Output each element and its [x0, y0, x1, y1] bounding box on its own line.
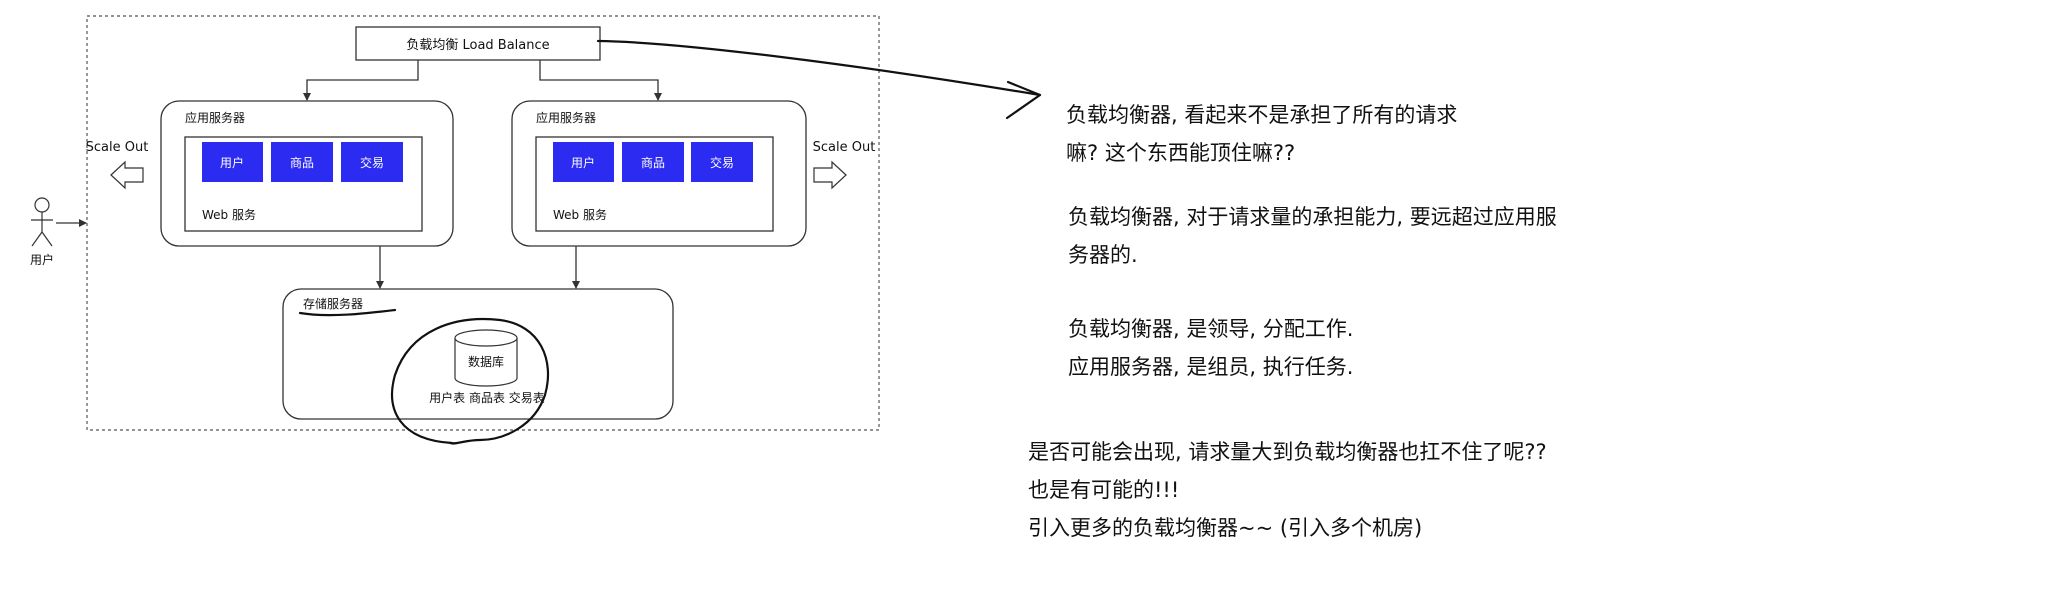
arrow-right-icon — [813, 160, 847, 190]
underline-stroke — [298, 308, 397, 317]
module-product-label: 商品 — [641, 155, 665, 170]
module-trade — [341, 142, 403, 182]
note-block-3: 负载均衡器, 是领导, 分配工作. 应用服务器, 是组员, 执行任务. — [1068, 310, 1353, 386]
database-label: 数据库 — [468, 354, 504, 369]
module-product — [271, 142, 333, 182]
note-line: 负载均衡器, 看起来不是承担了所有的请求 — [1066, 103, 1458, 127]
scale-out-left: Scale Out — [86, 140, 149, 190]
app-server-left: 应用服务器 用户 商品 交易 Web 服务 — [160, 100, 454, 247]
note-line: 务器的. — [1068, 243, 1138, 267]
storage-connectors — [376, 246, 580, 289]
note-line: 是否可能会出现, 请求量大到负载均衡器也扛不住了呢?? — [1028, 440, 1547, 464]
module-product-label: 商品 — [290, 155, 314, 170]
database-icon — [454, 329, 518, 387]
handwritten-annotations — [298, 39, 1042, 445]
note-line: 应用服务器, 是组员, 执行任务. — [1068, 355, 1354, 379]
note-line: 负载均衡器, 是领导, 分配工作. — [1068, 317, 1354, 341]
scale-out-right: Scale Out — [813, 140, 876, 190]
circle-stroke — [391, 318, 550, 445]
module-user-label: 用户 — [220, 155, 244, 170]
module-trade-label: 交易 — [360, 155, 384, 170]
load-balancer: 负载均衡 Load Balance — [355, 26, 601, 61]
load-balancer-label: 负载均衡 Load Balance — [406, 38, 549, 53]
module-user-label: 用户 — [571, 155, 595, 170]
pointer-arrow-head — [1005, 80, 1042, 120]
module-user — [202, 142, 263, 182]
scale-out-right-label: Scale Out — [813, 140, 876, 155]
note-line: 引入更多的负载均衡器~~ (引入多个机房) — [1028, 516, 1423, 540]
web-service-label: Web 服务 — [553, 207, 607, 222]
user-icon — [34, 197, 50, 213]
storage-server: 存储服务器 数据库 用户表 商品表 交易表 — [282, 288, 674, 420]
note-line: 负载均衡器, 对于请求量的承担能力, 要远超过应用服 — [1068, 205, 1557, 229]
pointer-arrow-stroke — [596, 39, 1042, 97]
lb-connectors — [303, 60, 662, 101]
app-server-right: 应用服务器 用户 商品 交易 Web 服务 — [511, 100, 807, 247]
system-boundary — [86, 15, 880, 431]
scale-out-left-label: Scale Out — [86, 140, 149, 155]
user-label: 用户 — [30, 252, 54, 267]
table-list: 用户表 商品表 交易表 — [429, 390, 545, 405]
arrow-left-icon — [110, 160, 144, 190]
app-server-title: 应用服务器 — [536, 110, 596, 125]
note-line: 嘛? 这个东西能顶住嘛?? — [1066, 141, 1296, 165]
module-product — [622, 142, 684, 182]
storage-title: 存储服务器 — [303, 296, 363, 311]
note-block-2: 负载均衡器, 对于请求量的承担能力, 要远超过应用服 务器的. — [1068, 198, 1557, 274]
module-trade-label: 交易 — [710, 155, 734, 170]
web-service-label: Web 服务 — [202, 207, 256, 222]
module-user — [553, 142, 614, 182]
note-line: 也是有可能的!!! — [1028, 478, 1180, 502]
note-block-1: 负载均衡器, 看起来不是承担了所有的请求 嘛? 这个东西能顶住嘛?? — [1066, 96, 1457, 172]
app-server-title: 应用服务器 — [185, 110, 245, 125]
note-block-4: 是否可能会出现, 请求量大到负载均衡器也扛不住了呢?? 也是有可能的!!! 引入… — [1028, 433, 1547, 547]
user-actor — [31, 197, 87, 247]
module-trade — [691, 142, 753, 182]
